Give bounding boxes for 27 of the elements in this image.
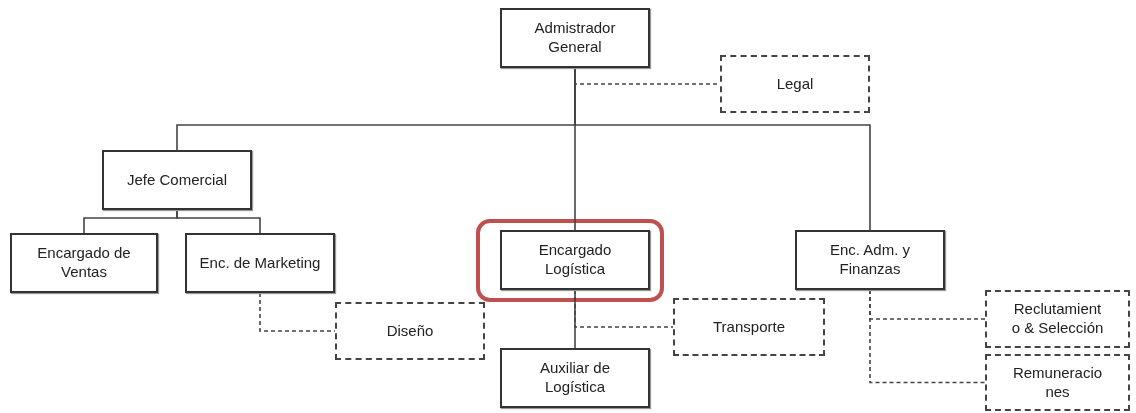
dashed-org-box <box>985 290 1130 348</box>
role-label: Encargado de Ventas <box>36 244 132 282</box>
org-box <box>10 233 158 293</box>
role-label: Reclutamient o & Selección <box>1010 300 1105 338</box>
role-label: Legal <box>775 74 815 94</box>
dashed-connector <box>574 289 674 328</box>
org-box <box>795 230 945 290</box>
role-label: Encargado Logística <box>537 241 613 279</box>
role-label: Enc. Adm. y Finanzas <box>828 241 911 279</box>
role-label: Auxiliar de Logística <box>538 359 611 397</box>
org-box <box>500 8 650 68</box>
role-label: Jefe Comercial <box>125 170 228 190</box>
org-box <box>185 233 335 293</box>
org-box <box>102 150 252 210</box>
org-box <box>500 348 650 408</box>
connector-line <box>176 209 261 234</box>
role-label: Enc. de Marketing <box>198 253 322 273</box>
role-label: Admistrador General <box>533 19 617 57</box>
dashed-org-box <box>985 354 1130 411</box>
org-box <box>500 230 650 290</box>
role-label: Diseño <box>385 321 435 341</box>
dashed-org-box <box>673 298 825 356</box>
role-label: Remuneracio nes <box>1011 363 1104 402</box>
dashed-org-box <box>720 55 870 113</box>
dashed-org-box <box>335 302 485 360</box>
role-label: Transporte <box>712 317 786 337</box>
dashed-connector <box>869 289 986 384</box>
